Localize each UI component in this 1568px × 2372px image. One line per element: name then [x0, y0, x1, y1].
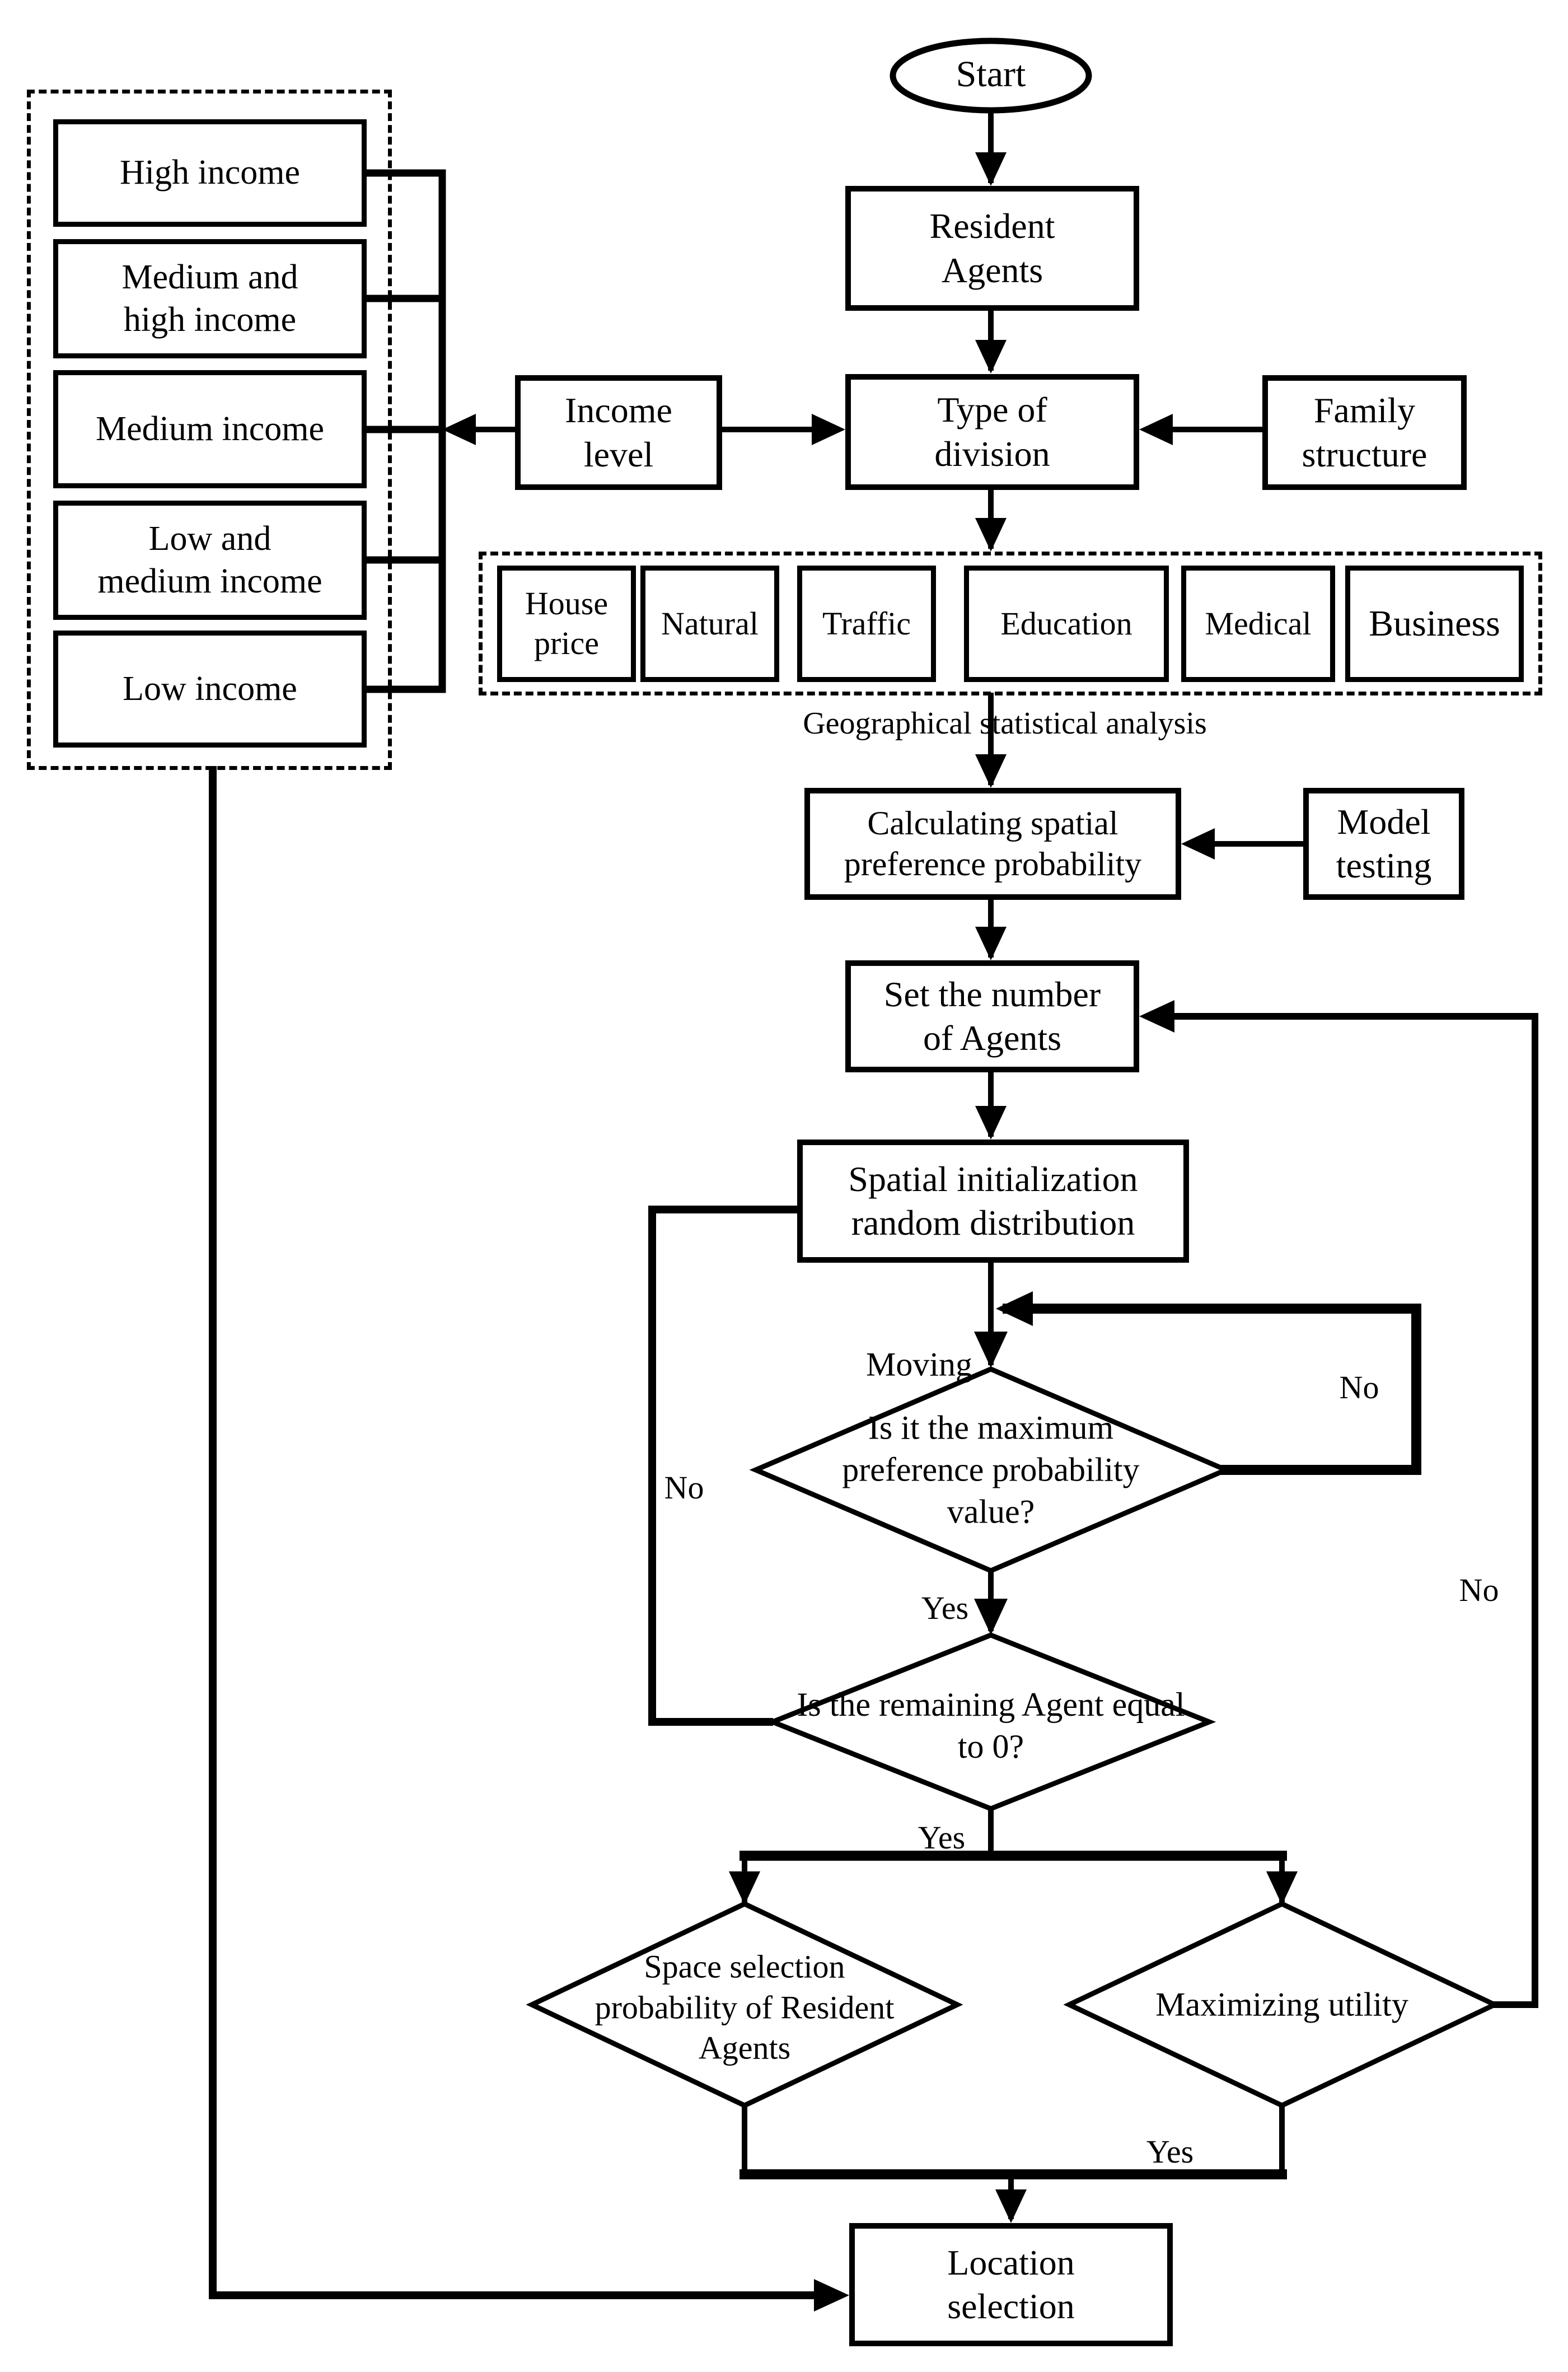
decision-remaining-agents-label: Is the remaining Agent equal to 0? — [797, 1686, 1185, 1765]
factor-education: Education — [964, 566, 1169, 682]
arrowheads — [442, 152, 1298, 2312]
income-group-low-medium: Low and medium income — [53, 501, 367, 620]
factor-natural: Natural — [640, 566, 779, 682]
no-loop-max-preference — [1003, 1304, 1421, 1475]
income-group-high: High income — [53, 119, 367, 227]
diamond-space-selection — [526, 1901, 963, 2108]
factor-house-price: House price — [497, 566, 636, 682]
node-model-testing: Model testing — [1303, 788, 1464, 900]
edge-label-no-utility: No — [1459, 1571, 1499, 1608]
edge-label-yes-remaining: Yes — [918, 1819, 966, 1856]
diamond-maximizing-utility — [1063, 1901, 1501, 2108]
edge-label-moving: Moving — [865, 1346, 973, 1383]
node-spatial-initialization: Spatial initialization random distributi… — [797, 1140, 1189, 1263]
edge-label-no-remaining: No — [664, 1469, 704, 1506]
income-group-medium: Medium income — [53, 370, 367, 488]
income-bracket — [363, 169, 446, 693]
node-set-number-of-agents: Set the number of Agents — [845, 960, 1139, 1072]
node-income-level: Income level — [515, 375, 722, 490]
decision-space-selection-label: Space selection probability of Resident … — [595, 1948, 895, 2066]
no-loop-maximizing-utility — [1169, 1013, 1538, 2008]
node-family-structure: Family structure — [1262, 375, 1467, 490]
main-flow-lines — [471, 108, 1306, 2219]
node-resident-agents: Resident Agents — [845, 186, 1139, 311]
income-panel-to-location-line — [209, 766, 818, 2299]
income-group-medium-high: Medium and high income — [53, 239, 367, 358]
factor-traffic: Traffic — [797, 566, 936, 682]
start-label: Start — [956, 53, 1026, 95]
decision-maximizing-utility-label: Maximizing utility — [1155, 1986, 1408, 2023]
factor-business: Business — [1345, 566, 1524, 682]
no-loop-remaining-agents — [648, 1206, 801, 1726]
edge-label-no-max-preference: No — [1339, 1369, 1379, 1406]
diamond-max-preference — [749, 1366, 1233, 1573]
edge-label-yes-max-preference: Yes — [921, 1589, 969, 1626]
node-location-selection: Location selection — [849, 2223, 1173, 2346]
income-group-low: Low income — [53, 631, 367, 748]
edge-label-geographical-analysis: Geographical statistical analysis — [803, 706, 1207, 741]
factors-panel — [479, 552, 1542, 695]
decision-diamonds — [526, 1366, 1501, 2108]
decision-max-preference-label: Is it the maximum preference probability… — [842, 1409, 1140, 1530]
edge-label-yes-utility: Yes — [1146, 2133, 1194, 2170]
diamond-remaining-agents — [765, 1632, 1216, 1811]
factor-medical: Medical — [1181, 566, 1335, 682]
